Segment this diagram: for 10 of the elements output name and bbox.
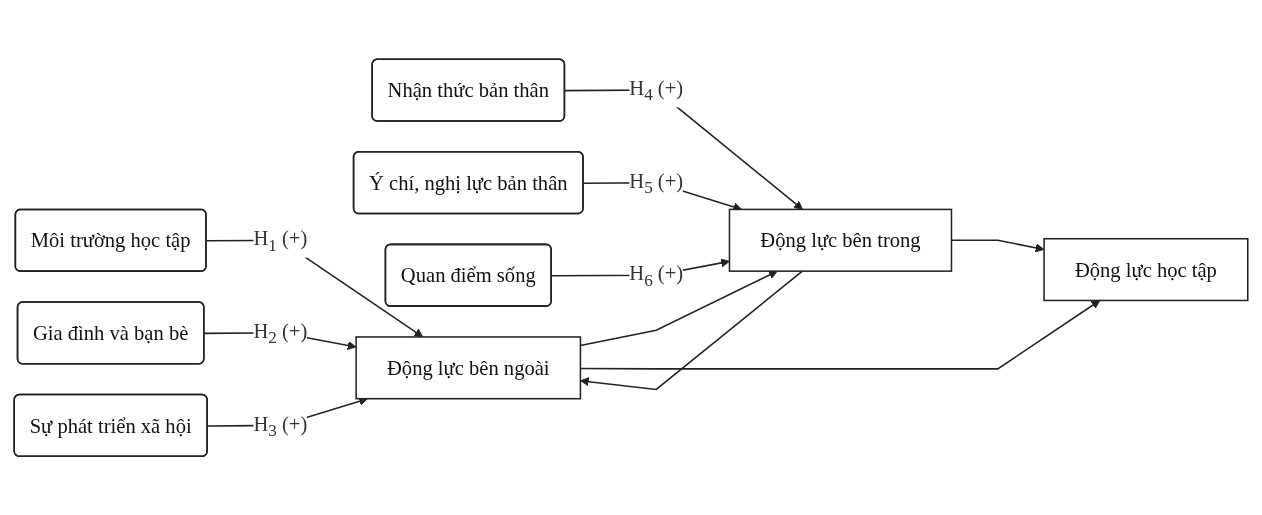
edge-label: H$_{6}$ (+) bbox=[629, 261, 684, 290]
node-box: Động lực học tập bbox=[1043, 237, 1249, 301]
edge-label: H$_{3}$ (+) bbox=[253, 411, 308, 440]
edge-label: H$_{4}$ (+) bbox=[629, 76, 684, 105]
edge-label: H$_{1}$ (+) bbox=[253, 226, 308, 255]
edge-label: H$_{5}$ (+) bbox=[629, 169, 684, 197]
node-box: Động lực bên trong bbox=[728, 208, 953, 272]
arrow bbox=[580, 270, 804, 390]
node-box: Động lực bên ngoài bbox=[355, 335, 582, 400]
edge-label: H$_{2}$ (+) bbox=[253, 319, 308, 347]
